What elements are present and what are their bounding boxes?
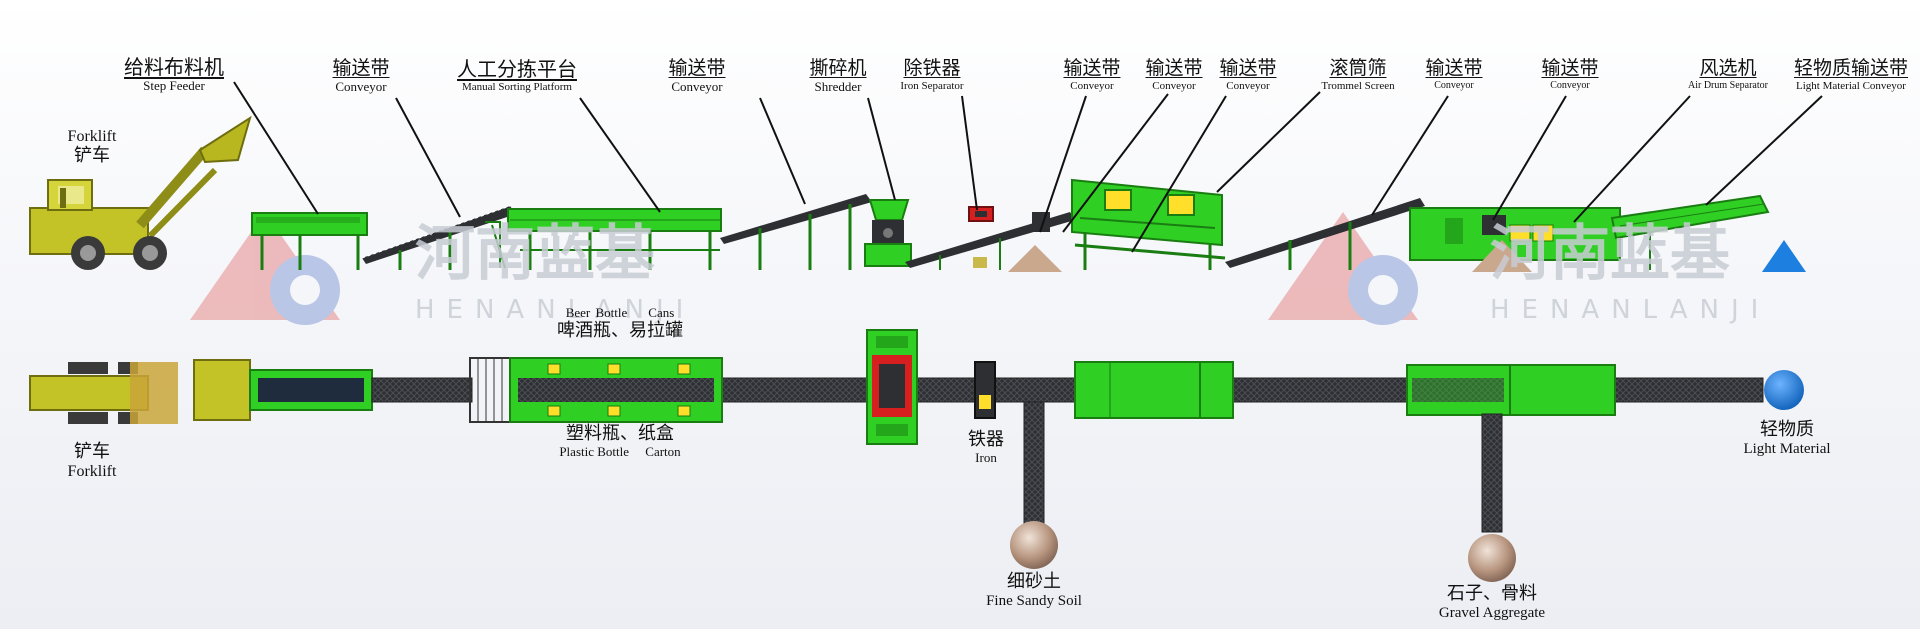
sand-conveyor-top <box>1023 401 1045 531</box>
gravel-conveyor-top <box>1481 413 1503 533</box>
label-conveyor-1: 输送带 Conveyor <box>332 57 390 94</box>
watermark-brand-en: HENANLANJI <box>1490 295 1771 325</box>
conveyor-2-side <box>720 194 872 270</box>
iron-bin-top <box>979 395 991 409</box>
iron-separator-side <box>968 206 994 222</box>
light-material-pile-top <box>1764 370 1804 410</box>
output-gravel-aggregate: 石子、骨料 Gravel Aggregate <box>1438 583 1546 621</box>
leader-lines <box>233 81 1823 253</box>
label-shredder: 撕碎机 Shredder <box>809 57 867 94</box>
iron-separator-top <box>974 361 996 419</box>
shredder-side <box>864 199 912 267</box>
shredder-top <box>866 329 918 445</box>
label-conveyor-2: 输送带 Conveyor <box>668 57 726 94</box>
light-material-conveyor-side <box>1610 194 1770 270</box>
forklift-side-icon <box>29 115 252 270</box>
label-air-drum-separator: 风选机 Air Drum Separator <box>1688 57 1768 91</box>
step-feeder-side <box>251 212 368 270</box>
platform-stairs-top <box>469 357 511 423</box>
light-material-pile-side <box>1762 240 1806 272</box>
iron-bin-side <box>973 257 987 268</box>
output-beer-bottle-cans: Beer Bottle Cans 啤酒瓶、易拉罐 <box>557 305 683 341</box>
label-step-feeder: 给料布料机 Step Feeder <box>124 55 224 93</box>
watermark-brand-cn: 河南蓝基 <box>415 219 655 289</box>
watermark-brand-en: HENANLANJI <box>415 295 696 325</box>
label-conveyor-4: 输送带 Conveyor <box>1145 57 1203 92</box>
sand-pile-side <box>1008 245 1062 272</box>
fine-sandy-soil-pile <box>1010 521 1058 569</box>
watermark-logo-left <box>190 212 340 325</box>
belt-line-top <box>371 377 1764 403</box>
feeder-hopper-top <box>193 359 251 421</box>
trommel-screen-side <box>1071 178 1226 270</box>
label-light-material-conveyor: 轻物质输送带 Light Material Conveyor <box>1793 57 1908 92</box>
watermark-logo-right <box>1268 212 1418 325</box>
label-iron-separator: 除铁器 Iron Separator <box>900 57 964 92</box>
label-conveyor-6: 输送带 Conveyor <box>1425 57 1483 91</box>
trommel-screen-top <box>1074 361 1234 419</box>
gravel-pile-side <box>1472 240 1532 272</box>
output-plastic-bottle-carton: 塑料瓶、纸盒 Plastic Bottle Carton <box>559 423 681 459</box>
sorting-platform-side <box>507 208 722 270</box>
forklift-top-icon <box>29 362 178 424</box>
gravel-aggregate-pile <box>1468 534 1516 582</box>
label-conveyor-5: 输送带 Conveyor <box>1219 57 1277 92</box>
label-manual-sorting-platform: 人工分拣平台 Manual Sorting Platform <box>457 57 577 94</box>
forklift-top-label: 铲车 Forklift <box>67 441 117 480</box>
watermark-brand-cn: 河南蓝基 <box>1490 219 1730 289</box>
label-trommel-screen: 滚筒筛 Trommel Screen <box>1321 57 1395 92</box>
conveyor-4-side <box>1225 198 1425 270</box>
output-fine-sandy-soil: 细砂土 Fine Sandy Soil <box>986 571 1082 609</box>
sorting-platform-top <box>509 357 723 423</box>
label-conveyor-3: 输送带 Conveyor <box>1063 57 1121 92</box>
label-conveyor-7: 输送带 Conveyor <box>1541 57 1599 91</box>
forklift-label: Forklift 铲车 <box>67 128 117 167</box>
output-light-material: 轻物质 Light Material <box>1743 419 1831 457</box>
air-drum-separator-top <box>1406 364 1616 416</box>
output-iron: 铁器 Iron <box>968 429 1004 465</box>
stair-steps <box>477 358 503 422</box>
feeder-belt-top <box>258 378 364 402</box>
conveyor-1-side <box>361 205 516 270</box>
